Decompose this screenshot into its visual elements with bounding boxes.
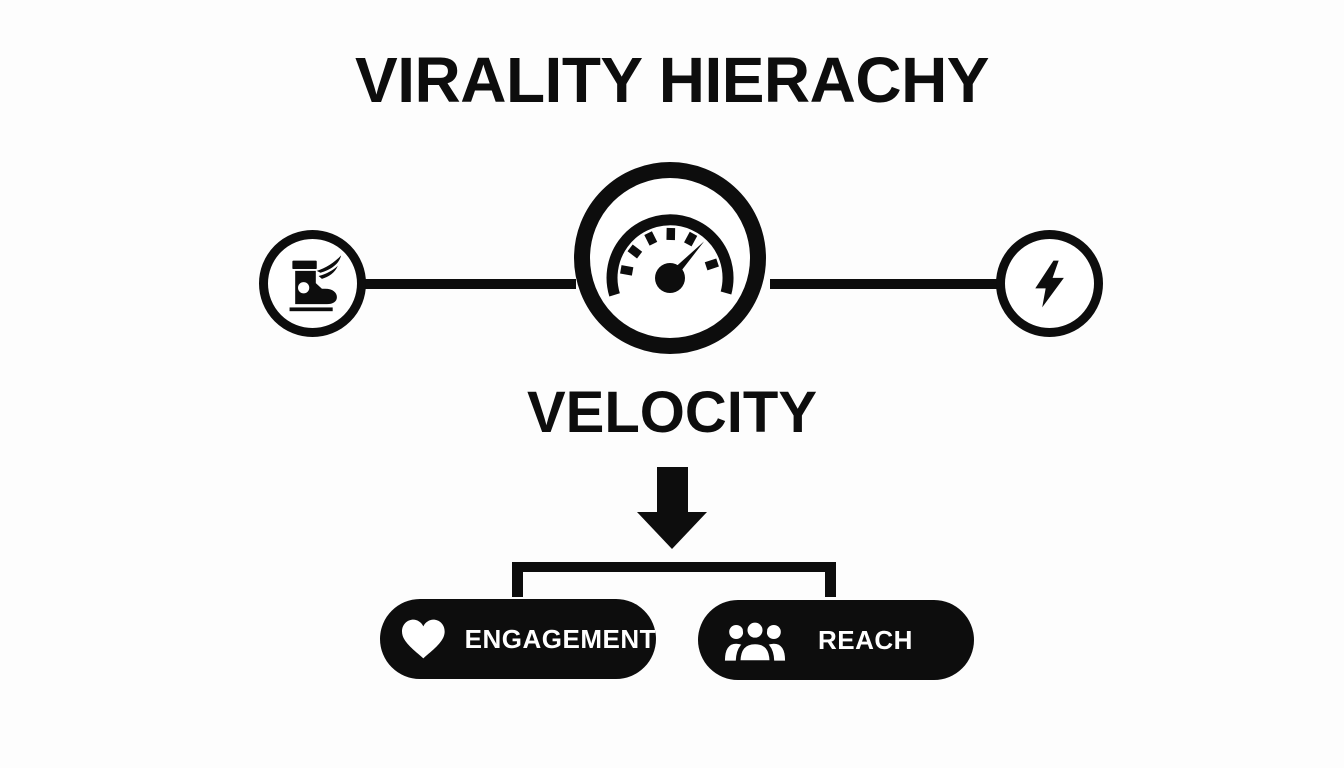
connector-line-right [770, 279, 1000, 289]
engagement-pill: ENGAGEMENT [380, 599, 656, 679]
branch-bracket [512, 562, 836, 572]
lightning-bolt-icon [1034, 260, 1064, 307]
reach-label: REACH [818, 625, 913, 655]
heart-icon [402, 619, 445, 659]
branch-bracket-right-stub [825, 562, 836, 597]
winged-boot-icon [289, 254, 341, 311]
velocity-node [570, 158, 770, 358]
connector-line-left [360, 279, 576, 289]
speedometer-icon [574, 162, 766, 354]
energy-node [996, 230, 1103, 337]
velocity-label: VELOCITY [526, 380, 818, 445]
branch-bracket-left-stub [512, 562, 523, 597]
down-arrow-head [637, 512, 707, 549]
reach-pill: REACH [698, 600, 974, 680]
down-arrow-icon [657, 467, 688, 515]
page-title: VIRALITY HIERACHY [355, 44, 989, 116]
engagement-label: ENGAGEMENT [464, 624, 656, 654]
people-group-icon [724, 619, 786, 661]
speed-node [259, 230, 366, 337]
